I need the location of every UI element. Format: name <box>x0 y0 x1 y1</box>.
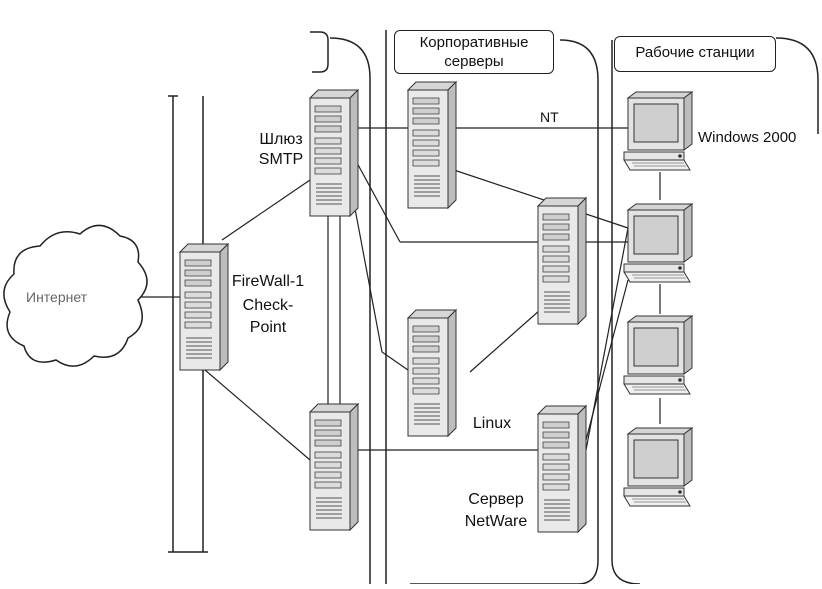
links <box>132 127 661 461</box>
cloud-icon <box>3 224 148 367</box>
zone-outlines <box>310 30 819 585</box>
firewall-label-line2: Check- <box>242 297 294 314</box>
monitor-icon <box>623 91 693 171</box>
server-netware-label-line1: Сервер <box>468 491 524 508</box>
zone-title-corporate-servers: Корпоративные серверы <box>394 30 554 74</box>
monitor-icon <box>623 315 693 395</box>
smtp-gateway-label-line2: SMTP <box>258 151 304 168</box>
monitor-icon <box>623 203 693 283</box>
monitor-icon <box>623 427 693 507</box>
zone-title-workstations: Рабочие станции <box>614 36 776 72</box>
firewall-label-line1: FireWall-1 <box>231 273 305 290</box>
server-icon <box>407 81 457 209</box>
firewall-label-line3: Point <box>249 319 287 336</box>
workstation-windows-label: Windows 2000 <box>698 129 797 146</box>
server-nt-label: NT <box>540 109 559 125</box>
internet-label: Интернет <box>26 289 88 305</box>
server-icon <box>309 403 359 531</box>
server-icon <box>537 405 587 533</box>
server-netware-label-line2: NetWare <box>464 513 528 530</box>
server-icon <box>179 243 229 371</box>
server-linux-label: Linux <box>472 415 512 432</box>
server-icon <box>537 197 587 325</box>
server-icon <box>309 89 359 217</box>
server-icon <box>407 309 457 437</box>
smtp-gateway-label-line1: Шлюз <box>259 131 303 148</box>
